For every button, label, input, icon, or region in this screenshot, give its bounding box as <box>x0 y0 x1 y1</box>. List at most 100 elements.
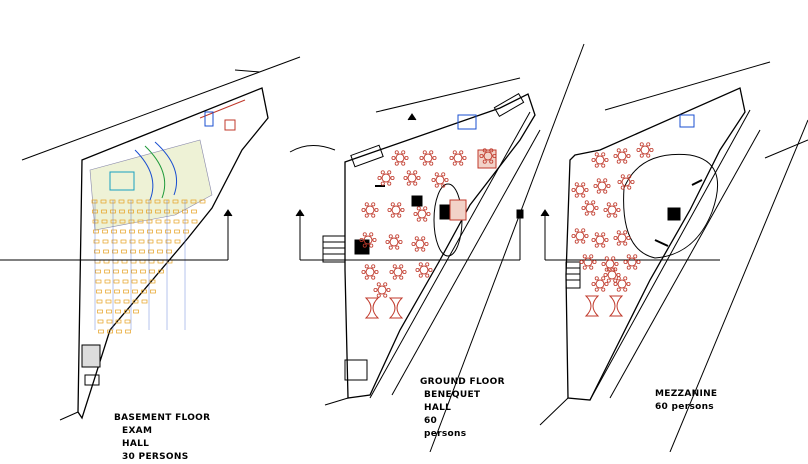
round-table <box>581 200 599 216</box>
exam-desk <box>106 309 112 314</box>
basement-podium <box>109 171 135 191</box>
exam-desk <box>138 239 145 244</box>
mezzanine-tables <box>571 142 654 292</box>
basement-site-boundary <box>21 56 301 161</box>
basement-label: BASEMENT FLOOR EXAM HALL 30 PERSONS <box>114 412 210 464</box>
exam-desk <box>102 229 108 234</box>
round-table <box>377 170 395 186</box>
exam-desk <box>155 219 162 224</box>
ground-label-line-5: persons <box>424 429 467 439</box>
round-table <box>359 232 377 248</box>
ground-label-line-3: HALL <box>424 403 452 413</box>
mezzanine-label-line-1: MEZZANINE <box>655 389 718 399</box>
exam-desk <box>138 229 144 234</box>
exam-desk <box>165 239 172 244</box>
exam-desk <box>156 239 163 244</box>
exam-desk <box>115 309 121 314</box>
exam-desk <box>100 199 107 204</box>
exam-desk <box>120 239 127 244</box>
ground-label-line-4: 60 <box>424 416 438 426</box>
round-table <box>385 234 403 250</box>
exam-desk <box>120 229 126 234</box>
exam-desk <box>113 279 120 284</box>
ground-label: GROUND FLOOR BENEQUET HALL 60 persons <box>420 376 505 441</box>
exam-desk <box>150 289 156 294</box>
exam-desk <box>109 199 116 204</box>
round-table <box>591 152 609 168</box>
exam-desk <box>191 219 198 224</box>
exam-desk <box>105 289 111 294</box>
round-table <box>403 170 421 186</box>
exam-desk <box>124 319 131 324</box>
exam-desk <box>94 249 100 254</box>
round-table <box>593 178 611 194</box>
round-table <box>571 182 589 198</box>
basement-stage-area <box>89 139 213 231</box>
exam-desk <box>121 249 127 254</box>
round-table <box>479 148 497 164</box>
round-table <box>571 228 589 244</box>
exam-desk <box>148 249 154 254</box>
ground-street-line <box>429 43 585 452</box>
exam-desk <box>132 299 139 304</box>
lounge-sofa <box>388 297 404 319</box>
round-table <box>613 276 631 292</box>
exam-desk <box>105 299 112 304</box>
lounge-sofa <box>608 295 624 317</box>
exam-desk <box>95 279 102 284</box>
round-table <box>361 202 379 218</box>
exam-desk <box>182 219 189 224</box>
mezzanine-label: MEZZANINE 60 persons <box>655 388 717 414</box>
basement-label-line-1: BASEMENT FLOOR <box>114 413 211 423</box>
exam-desk <box>164 219 171 224</box>
exam-desk <box>97 309 103 314</box>
round-table <box>617 174 635 190</box>
exam-desk <box>191 209 197 214</box>
exam-desk <box>103 249 109 254</box>
exam-desk <box>123 289 129 294</box>
exam-desk <box>166 249 172 254</box>
exam-desk <box>140 279 147 284</box>
exam-desk <box>147 239 154 244</box>
exam-desk <box>96 299 103 304</box>
basement-label-line-3: HALL <box>122 439 150 449</box>
ground-outline <box>344 93 536 399</box>
basement-curved-seating <box>134 149 154 201</box>
round-table <box>415 262 433 278</box>
exam-desk <box>199 199 206 204</box>
round-table <box>411 236 429 252</box>
exam-desk <box>173 209 179 214</box>
mezzanine-outline <box>565 87 746 401</box>
exam-desk <box>157 249 163 254</box>
exam-desk <box>181 199 188 204</box>
exam-desk <box>104 279 111 284</box>
exam-desk <box>116 329 122 334</box>
exam-desk <box>158 269 164 274</box>
round-table <box>387 202 405 218</box>
exam-desk <box>111 239 118 244</box>
exam-desk <box>137 209 143 214</box>
round-table <box>431 172 449 188</box>
lounge-sofa <box>364 297 380 319</box>
exam-desk <box>149 279 156 284</box>
basement-label-line-2: EXAM <box>122 426 153 436</box>
ground-label-line-2: BENEQUET <box>424 390 481 400</box>
exam-desk <box>124 309 130 314</box>
exam-desk <box>130 249 136 254</box>
exam-desk <box>123 299 130 304</box>
round-table <box>373 282 391 298</box>
exam-desk <box>96 289 102 294</box>
exam-desk <box>129 239 136 244</box>
exam-desk <box>119 219 126 224</box>
exam-desk <box>156 229 162 234</box>
exam-desk <box>136 199 143 204</box>
basement-floor-plan <box>0 56 301 421</box>
exam-desk <box>145 199 152 204</box>
exam-desk <box>114 289 120 294</box>
exam-desk <box>137 219 144 224</box>
exam-desk <box>173 219 180 224</box>
exam-desk <box>129 229 135 234</box>
round-table <box>413 206 431 222</box>
exam-desk <box>112 249 118 254</box>
basement-label-line-4: 30 PERSONS <box>122 452 189 462</box>
